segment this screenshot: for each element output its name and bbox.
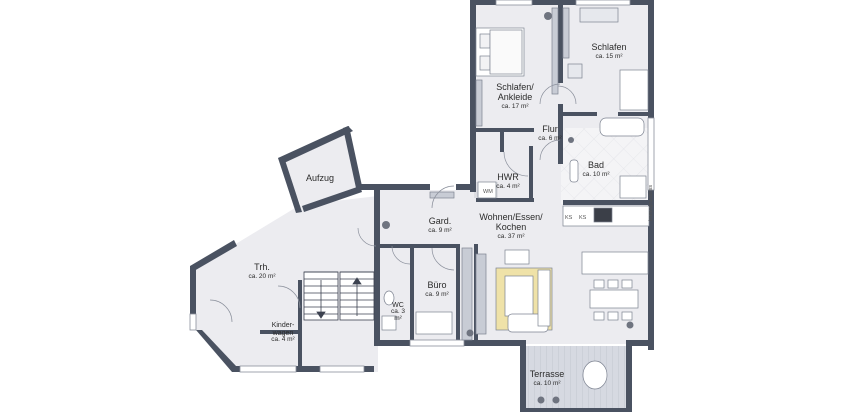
walls: [190, 0, 654, 412]
room-area-hwr: ca. 4 m²: [496, 183, 520, 190]
furniture: [381, 7, 650, 390]
room-area-bad: ca. 10 m²: [582, 171, 610, 178]
dining-chair: [607, 279, 619, 289]
room-name-buero: Büro: [427, 280, 446, 290]
room-name-hwr: HWR: [497, 172, 519, 182]
windows: [189, 0, 655, 373]
plant-icons: [382, 12, 634, 404]
dining-chair: [607, 311, 619, 321]
staircase: [303, 271, 375, 321]
room-area-terrasse: ca. 10 m²: [533, 380, 561, 387]
room-area-flur: ca. 6 m²: [538, 135, 562, 142]
watermark: immogrundriss: [648, 185, 654, 221]
room-name-trh: Trh.: [254, 262, 270, 272]
room-name-wc: WC: [392, 302, 404, 309]
room-name-kinderwagen: Kinder-: [272, 322, 295, 329]
room-area-schlafen_ankleide: ca. 17 m²: [501, 103, 529, 110]
fridge-label-1: KS: [565, 215, 573, 221]
room-name-schlafen_ankleide-1: Ankleide: [498, 92, 533, 102]
doors: [209, 83, 577, 323]
dining-chair: [621, 311, 633, 321]
room-area-buero: ca. 9 m²: [425, 291, 449, 298]
room-area-kinderwagen: ca. 4 m²: [271, 336, 295, 343]
washing-machine-label: WM: [483, 189, 493, 195]
room-name-schlafen: Schlafen: [591, 42, 626, 52]
room-area-wc-1: m²: [394, 315, 402, 322]
room-area-schlafen: ca. 15 m²: [595, 53, 623, 60]
room-area-wohnen: ca. 37 m²: [497, 233, 525, 240]
room-name-wohnen: Wohnen/Essen/: [479, 212, 543, 222]
room-name-flur: Flur: [542, 124, 558, 134]
room-name-gard: Gard.: [429, 216, 452, 226]
room-name-kinderwagen-1: wagen: [272, 330, 294, 337]
dining-chair: [593, 311, 605, 321]
dining-chair: [621, 279, 633, 289]
room-area-trh: ca. 20 m²: [248, 273, 276, 280]
room-name-terrasse: Terrasse: [530, 369, 565, 379]
room-area-gard: ca. 9 m²: [428, 227, 452, 234]
room-name-wohnen-1: Kochen: [496, 222, 527, 232]
room-area-wc: ca. 3: [391, 308, 405, 315]
room-name-schlafen_ankleide: Schlafen/: [496, 82, 534, 92]
dining-chair: [593, 279, 605, 289]
fridge-label-2: KS: [579, 215, 587, 221]
room-name-aufzug: Aufzug: [306, 173, 334, 183]
appliance-labels: WM KS KS: [483, 189, 587, 221]
room-name-bad: Bad: [588, 160, 604, 170]
